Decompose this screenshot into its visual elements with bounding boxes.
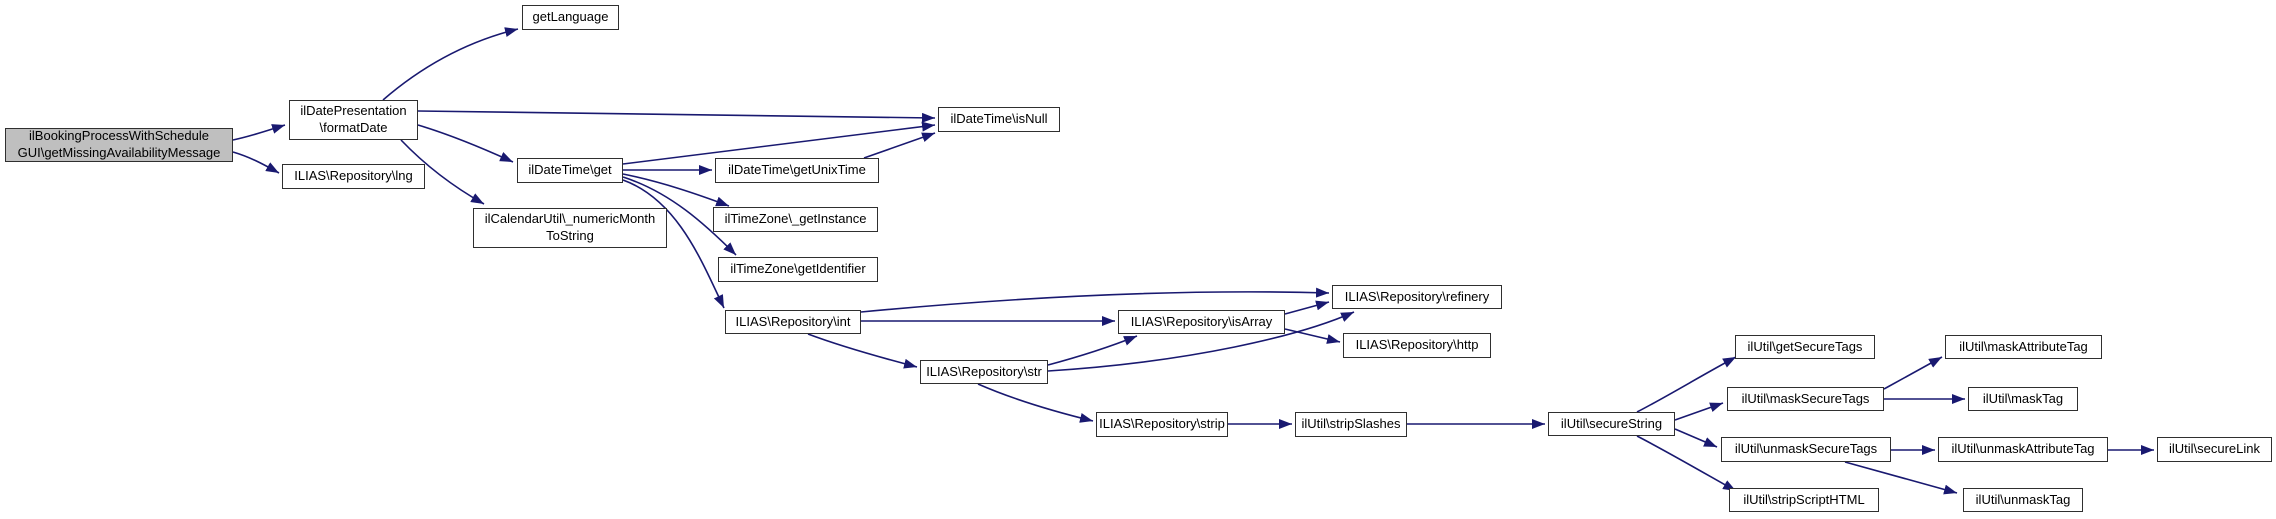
edge-int-str (807, 333, 918, 369)
node-getUnixTime[interactable]: ilDateTime\getUnixTime (715, 158, 879, 183)
edge-formatDate-getLanguage (382, 27, 519, 101)
edge-get-getIdentifier (622, 176, 737, 256)
edge-getUnixTime-isNull (863, 132, 936, 159)
edge-formatDate-numericMonthToString (400, 139, 485, 205)
node-getInstance[interactable]: ilTimeZone\_getInstance (713, 207, 878, 232)
edge-formatDate-isNull (417, 110, 936, 123)
edge-secureString-unmaskSecureTags (1674, 428, 1718, 448)
node-unmaskAttributeTag[interactable]: ilUtil\unmaskAttributeTag (1938, 437, 2108, 462)
node-strip[interactable]: ILIAS\Repository\strip (1096, 412, 1228, 437)
node-unmaskSecureTags[interactable]: ilUtil\unmaskSecureTags (1721, 437, 1891, 462)
node-stripSlashes[interactable]: ilUtil\stripSlashes (1295, 412, 1407, 437)
node-unmaskTag[interactable]: ilUtil\unmaskTag (1963, 488, 2083, 512)
node-stripScriptHTML[interactable]: ilUtil\stripScriptHTML (1729, 488, 1879, 512)
edge-get-getInstance (622, 173, 730, 207)
node-refinery[interactable]: ILIAS\Repository\refinery (1332, 285, 1502, 309)
edge-isArray-http (1284, 328, 1341, 344)
node-maskSecureTags[interactable]: ilUtil\maskSecureTags (1727, 387, 1884, 411)
edge-get-isNull (622, 121, 936, 165)
edge-isArray-refinery (1284, 300, 1330, 315)
edge-str-refinery (1047, 311, 1355, 372)
node-secureString[interactable]: ilUtil\secureString (1548, 412, 1675, 436)
node-getIdentifier[interactable]: ilTimeZone\getIdentifier (718, 257, 878, 282)
edge-unmaskSecureTags-unmaskTag (1844, 461, 1958, 495)
node-lng[interactable]: ILIAS\Repository\lng (282, 164, 425, 189)
edge-secureString-getSecureTags (1636, 356, 1737, 413)
node-get[interactable]: ilDateTime\get (517, 158, 623, 183)
node-http[interactable]: ILIAS\Repository\http (1343, 333, 1491, 358)
edge-secureString-maskSecureTags (1674, 402, 1724, 421)
node-formatDate[interactable]: ilDatePresentation \formatDate (289, 100, 418, 140)
edge-str-isArray (1047, 335, 1138, 366)
node-isNull[interactable]: ilDateTime\isNull (938, 107, 1060, 132)
edge-root-lng (232, 151, 280, 174)
edge-secureString-stripScriptHTML (1636, 435, 1737, 492)
edge-maskSecureTags-maskAttributeTag (1883, 356, 1943, 390)
node-getMissingAvailabilityMessage: ilBookingProcessWithSchedule GUI\getMiss… (5, 128, 233, 162)
node-maskTag[interactable]: ilUtil\maskTag (1968, 387, 2078, 411)
node-int[interactable]: ILIAS\Repository\int (725, 310, 861, 334)
node-maskAttributeTag[interactable]: ilUtil\maskAttributeTag (1945, 335, 2102, 359)
edge-formatDate-get (417, 124, 514, 163)
edge-str-strip (977, 383, 1094, 423)
node-str[interactable]: ILIAS\Repository\str (920, 360, 1048, 384)
node-numericMonthToString[interactable]: ilCalendarUtil\_numericMonth ToString (473, 208, 667, 248)
node-isArray[interactable]: ILIAS\Repository\isArray (1118, 310, 1285, 334)
node-getSecureTags[interactable]: ilUtil\getSecureTags (1735, 335, 1875, 359)
edge-root-formatDate (232, 124, 286, 141)
edge-get-int (622, 179, 725, 309)
node-secureLink[interactable]: ilUtil\secureLink (2157, 437, 2272, 462)
edge-int-refinery (860, 287, 1330, 313)
node-getLanguage[interactable]: getLanguage (522, 5, 619, 30)
